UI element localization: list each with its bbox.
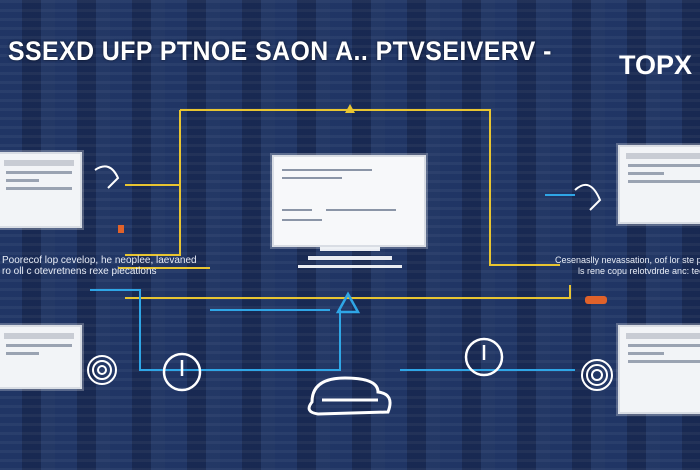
document-window-left-bottom [0, 325, 82, 389]
warning-icon [345, 104, 355, 113]
fingerprint-icon [87, 355, 117, 385]
header-right-label: TOPX [618, 50, 692, 80]
power-icon-right [464, 337, 504, 377]
document-window-left-top [0, 152, 82, 228]
monitor-stand [320, 245, 380, 251]
wire-blue-left [90, 289, 341, 371]
document-window-right-top [618, 145, 700, 224]
wire-yellow-left-top [125, 110, 181, 186]
wire-yellow-left-mid [125, 110, 181, 256]
orange-marker-left [118, 225, 124, 233]
wire-yellow-bottom [125, 285, 571, 299]
left-caption-line2: ro oll c otevretnens rexe piecatlons [2, 266, 157, 277]
page-title: SSEXD UFP PTNOE SAON A.. PTVSEIVERV - [8, 36, 552, 66]
plug-icon [94, 165, 602, 211]
right-caption-line2: ls rene copu relotvdrde anc: teeceros [578, 266, 700, 276]
cloud-icon [307, 376, 392, 416]
arrow-up-icon [335, 291, 361, 314]
wire-yellow-top [180, 109, 560, 266]
central-monitor [272, 155, 426, 247]
power-icon [162, 352, 202, 392]
right-caption-line1: Cesenaslly nevassation, oof lor ste pace… [555, 255, 700, 265]
left-caption-line1: Poorecof lop cevelop, he neoplee, laevan… [2, 255, 197, 266]
document-window-right-bottom [618, 325, 700, 414]
fingerprint-icon-right [581, 359, 613, 391]
orange-marker [585, 296, 607, 304]
